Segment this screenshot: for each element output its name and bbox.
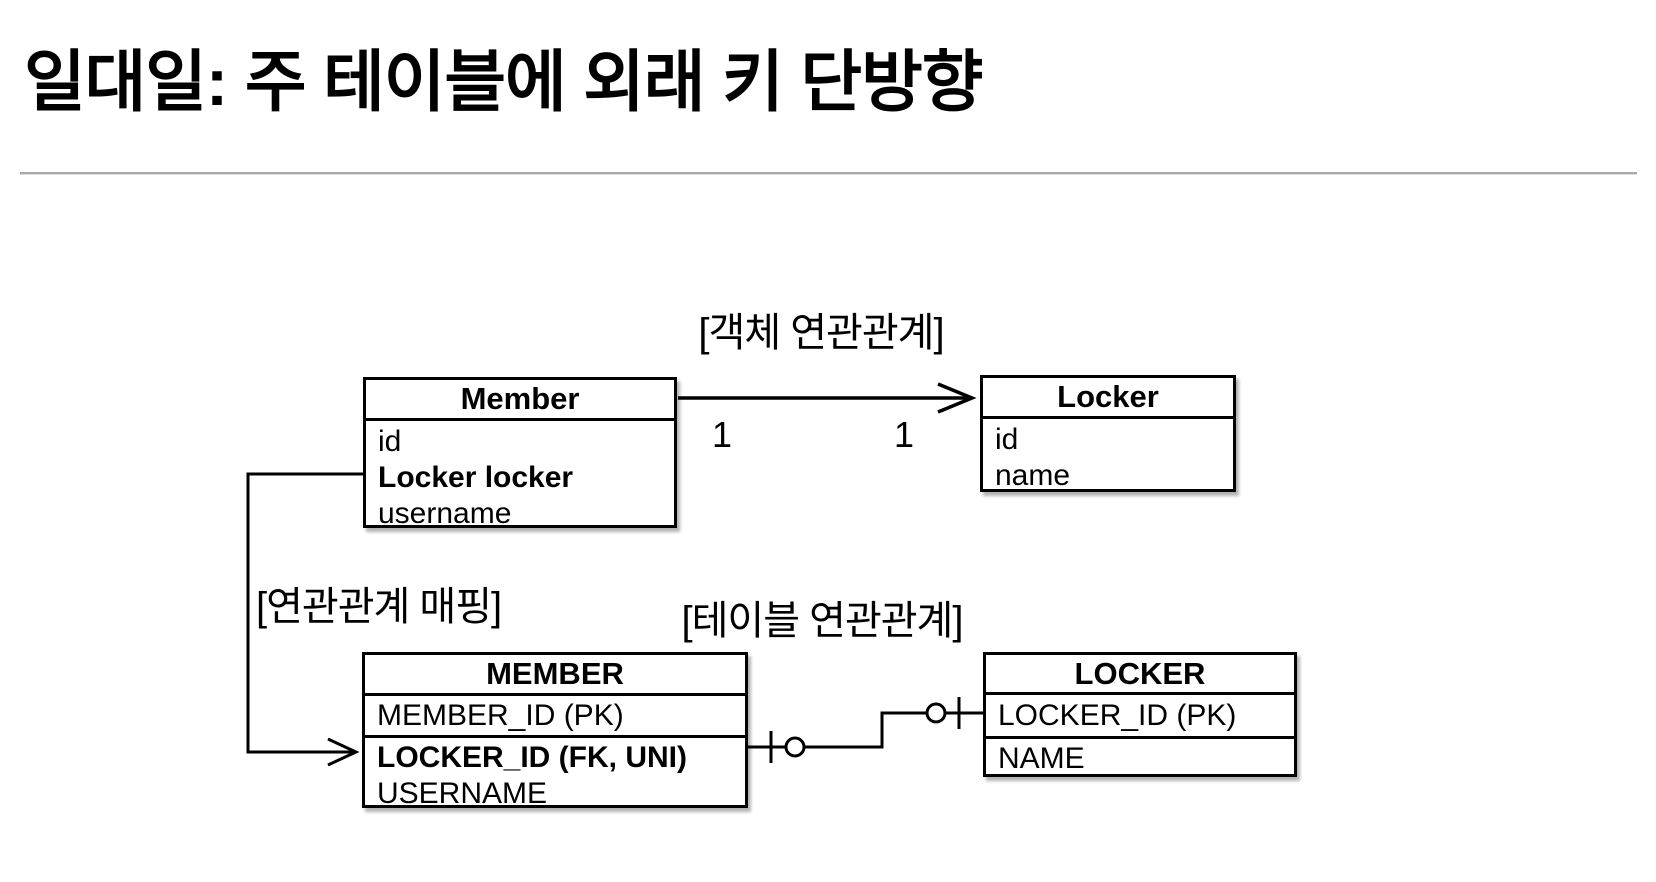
column-name: NAME bbox=[998, 742, 1085, 775]
member-table-columns: LOCKER_ID (FK, UNI) USERNAME bbox=[365, 738, 745, 812]
column-locker-id-pk: LOCKER_ID (PK) bbox=[986, 695, 1294, 739]
title-divider bbox=[20, 172, 1637, 175]
field-name: name bbox=[995, 459, 1071, 492]
multiplicity-left: 1 bbox=[712, 414, 733, 455]
member-class-fields: id Locker locker username bbox=[366, 421, 674, 532]
multiplicity-right: 1 bbox=[894, 414, 915, 455]
locker-class-fields: id name bbox=[983, 419, 1233, 494]
page-title: 일대일: 주 테이블에 외래 키 단방향 bbox=[24, 45, 983, 120]
column-member-id-pk: MEMBER_ID (PK) bbox=[365, 696, 745, 738]
locker-class-title: Locker bbox=[983, 378, 1233, 419]
field-locker-locker: Locker locker bbox=[378, 461, 574, 494]
column-locker-id-fk: LOCKER_ID (FK, UNI) bbox=[377, 741, 687, 774]
arrowhead-icon bbox=[937, 382, 977, 414]
locker-table-box: LOCKER LOCKER_ID (PK) NAME bbox=[983, 652, 1297, 777]
locker-table-title: LOCKER bbox=[986, 655, 1294, 695]
field-id: id bbox=[378, 425, 402, 458]
member-class-title: Member bbox=[366, 380, 674, 421]
table-association-label: [테이블 연관관계] bbox=[681, 599, 964, 643]
object-association-arrow bbox=[678, 382, 977, 414]
object-association-label: [객체 연관관계] bbox=[698, 311, 944, 355]
member-class-box: Member id Locker locker username bbox=[363, 377, 677, 530]
member-table-box: MEMBER MEMBER_ID (PK) LOCKER_ID (FK, UNI… bbox=[362, 652, 748, 810]
optional-circle-icon bbox=[784, 736, 806, 758]
locker-class-box: Locker id name bbox=[980, 375, 1236, 492]
column-username: USERNAME bbox=[377, 777, 548, 810]
member-table-title: MEMBER bbox=[365, 655, 745, 696]
mapping-elbow-arrow bbox=[246, 472, 363, 767]
optional-circle-icon bbox=[925, 702, 947, 724]
field-id: id bbox=[995, 423, 1019, 456]
field-username: username bbox=[378, 497, 512, 530]
table-association-connector bbox=[748, 697, 983, 763]
mapping-label: [연관관계 매핑] bbox=[256, 585, 502, 629]
arrowhead-icon bbox=[327, 737, 360, 767]
locker-table-columns: NAME bbox=[986, 739, 1294, 777]
